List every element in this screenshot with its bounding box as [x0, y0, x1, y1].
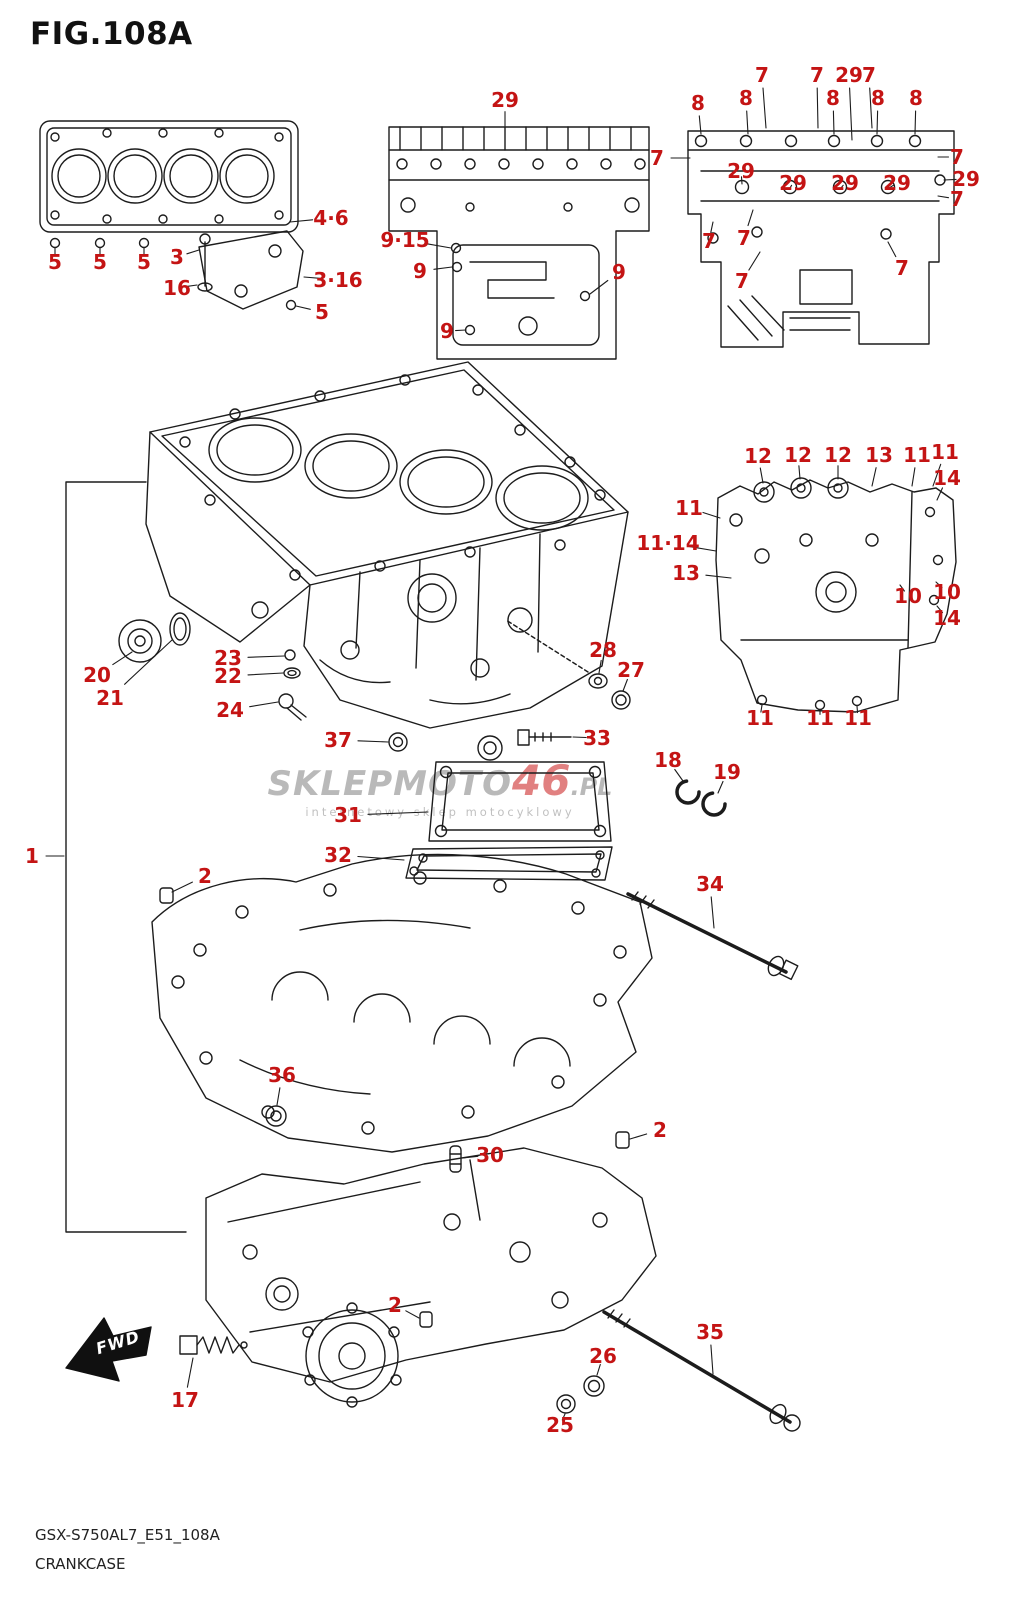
- part-label: 29: [952, 167, 980, 191]
- part-label: 8: [871, 86, 885, 110]
- part-label: 13: [865, 443, 893, 467]
- part-label: 33: [583, 726, 611, 750]
- part-label: 27: [617, 658, 645, 682]
- part-label: 36: [268, 1063, 296, 1087]
- breather-drawing: [388, 729, 613, 881]
- part-label: 29: [779, 171, 807, 195]
- part-label: 32: [324, 843, 352, 867]
- figure-title: FIG.108A: [30, 16, 193, 52]
- plug-parts-drawing: [505, 619, 631, 710]
- part-label: 9: [440, 319, 454, 343]
- part-label: 10: [894, 584, 922, 608]
- part-label: 7: [735, 269, 749, 293]
- part-label: 11: [903, 443, 931, 467]
- part-label: 11: [931, 440, 959, 464]
- part-label: 24: [216, 698, 244, 722]
- watermark-tagline: internetowy sklep motocyklowy: [305, 805, 575, 819]
- footer-model-code: GSX-S750AL7_E51_108A: [35, 1526, 220, 1544]
- part-label: 12: [784, 443, 812, 467]
- part-label: 7: [950, 145, 964, 169]
- crankcase-rear-view-drawing: [687, 130, 955, 348]
- part-label: 5: [48, 250, 62, 274]
- part-label: 11: [746, 706, 774, 730]
- part-label: 5: [315, 300, 329, 324]
- part-label: 18: [654, 748, 682, 772]
- part-label: 2: [388, 1293, 402, 1317]
- part-label: 19: [713, 760, 741, 784]
- clip-parts-drawing: [675, 779, 727, 817]
- footer: GSX-S750AL7_E51_108A CRANKCASE: [35, 1526, 220, 1573]
- part-label: 8: [826, 86, 840, 110]
- part-label: 12: [824, 443, 852, 467]
- part-label: 21: [96, 686, 124, 710]
- part-label: 29: [831, 171, 859, 195]
- part-label: 7: [737, 226, 751, 250]
- footer-figure-name: CRANKCASE: [35, 1555, 126, 1573]
- part-label: 8: [691, 91, 705, 115]
- part-label: 34: [696, 872, 724, 896]
- watermark-brand-number: 46: [512, 756, 571, 805]
- part-label: 7: [950, 187, 964, 211]
- part-label: 29: [835, 63, 863, 87]
- part-label: 11·14: [636, 531, 700, 555]
- part-label: 12: [744, 444, 772, 468]
- lower-crankcase-drawing: [179, 1147, 801, 1432]
- part-label: 8: [909, 86, 923, 110]
- part-label: 10: [933, 580, 961, 604]
- mid-small-parts-drawing: [265, 1105, 630, 1173]
- part-label: 8: [739, 86, 753, 110]
- part-label: 11: [806, 706, 834, 730]
- dowel-parts-drawing: [278, 649, 307, 721]
- part-label: 11: [675, 496, 703, 520]
- part-label: 7: [650, 146, 664, 170]
- assembly-bracket-line: [65, 481, 187, 1233]
- part-label: 20: [83, 663, 111, 687]
- bracket-drawing: [197, 230, 304, 311]
- part-label: 14: [933, 466, 961, 490]
- part-label: 9: [612, 260, 626, 284]
- part-label: 7: [862, 63, 876, 87]
- cylinder-block-drawing: [118, 361, 629, 729]
- part-label: 7: [810, 63, 824, 87]
- part-label: 30: [476, 1143, 504, 1167]
- part-label: 9·15: [380, 228, 430, 252]
- part-label: 16: [163, 276, 191, 300]
- part-label: 3: [170, 245, 184, 269]
- part-label: 13: [672, 561, 700, 585]
- part-label: 7: [895, 256, 909, 280]
- part-label: 2: [653, 1118, 667, 1142]
- part-label: 3·16: [313, 268, 363, 292]
- part-label: 37: [324, 728, 352, 752]
- part-label: 35: [696, 1320, 724, 1344]
- part-label: 25: [546, 1413, 574, 1437]
- leader-lines-group: [45, 87, 957, 1421]
- crankcase-section-drawing: [715, 477, 957, 713]
- part-label: 7: [755, 63, 769, 87]
- part-label: 5: [137, 250, 151, 274]
- crankcase-top-view-drawing: [388, 126, 650, 360]
- part-label: 22: [214, 664, 242, 688]
- part-label: 14: [933, 606, 961, 630]
- head-gasket-drawing: [39, 120, 299, 249]
- part-label: 17: [171, 1388, 199, 1412]
- part-label: 26: [589, 1344, 617, 1368]
- part-label: 4·6: [313, 206, 349, 230]
- part-label: 29: [727, 159, 755, 183]
- part-label: 23: [214, 646, 242, 670]
- part-label: 29: [883, 171, 911, 195]
- part-label: 29: [491, 88, 519, 112]
- part-label: 28: [589, 638, 617, 662]
- part-label: 7: [702, 229, 716, 253]
- part-label: 31: [334, 803, 362, 827]
- part-label: 5: [93, 250, 107, 274]
- part-label: 2: [198, 864, 212, 888]
- part-label: 1: [25, 844, 39, 868]
- fwd-arrow-icon: [65, 1317, 152, 1382]
- part-label: 11: [844, 706, 872, 730]
- part-label: 9: [413, 259, 427, 283]
